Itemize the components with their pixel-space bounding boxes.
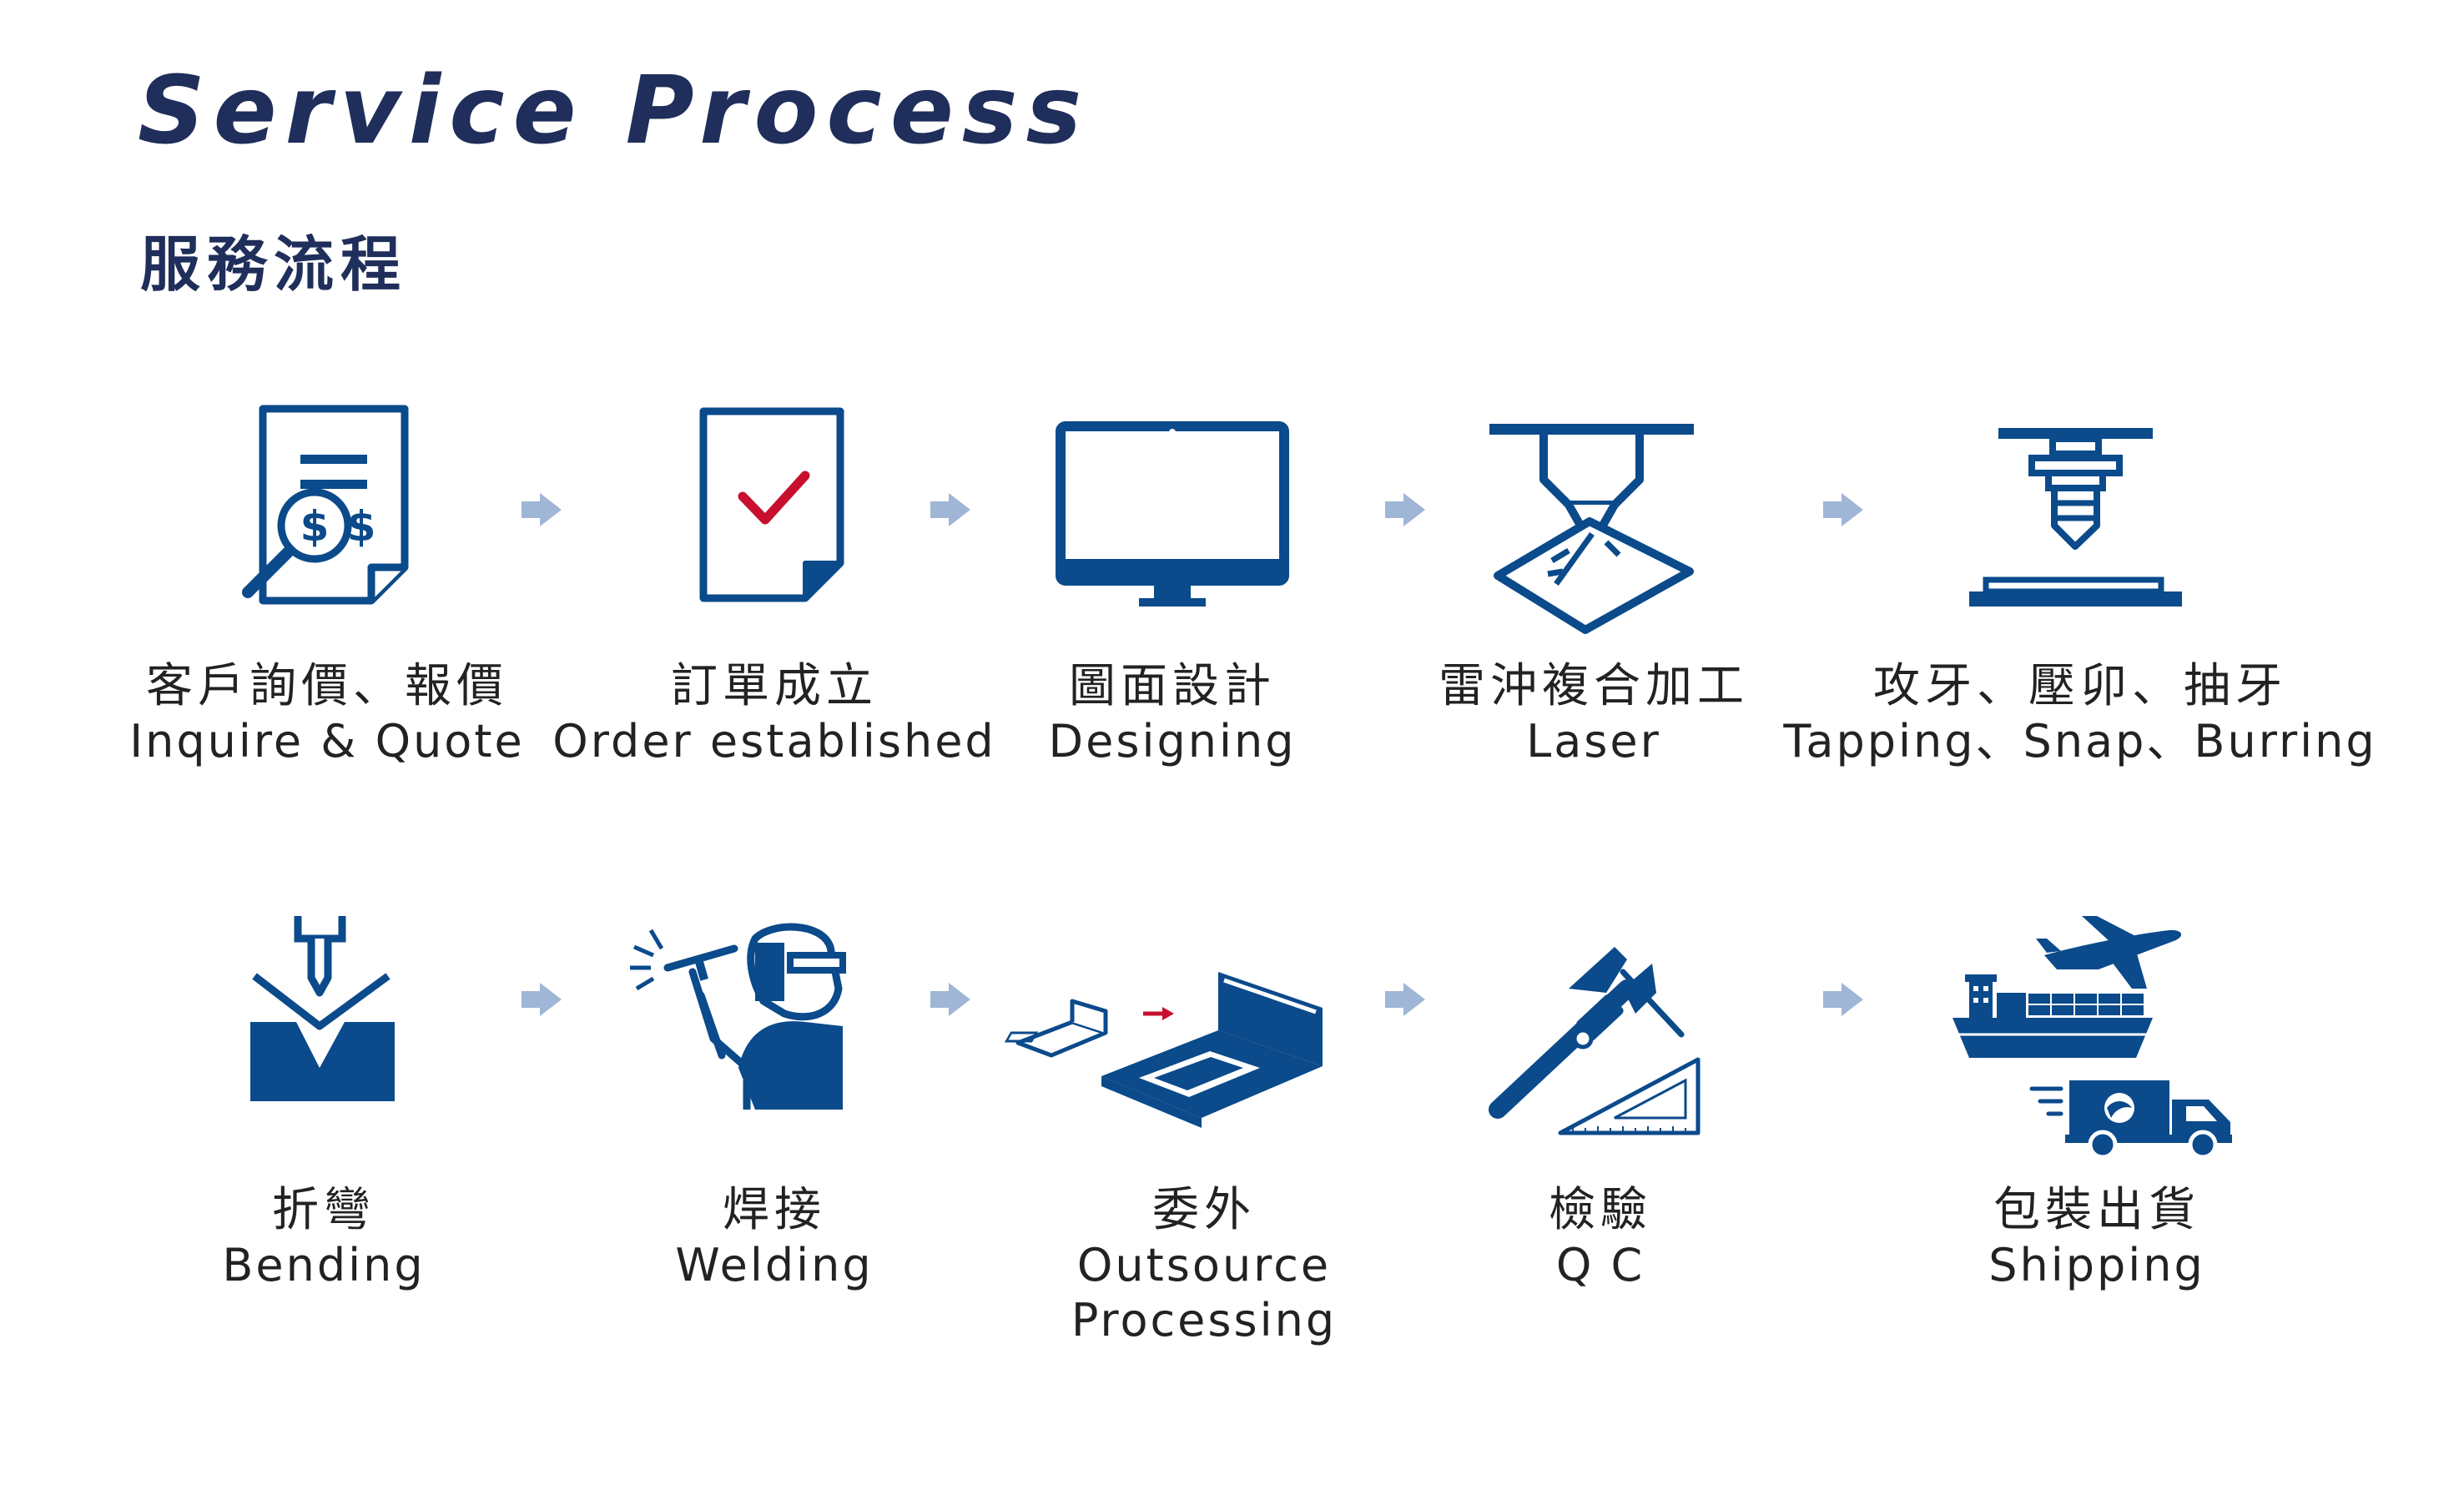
shipping-icon	[1948, 909, 2245, 1160]
step-label-designing: 圖面設計 Designing	[1049, 659, 1297, 769]
step-en: Laser	[1526, 715, 1661, 768]
step-en: Designing	[1048, 715, 1297, 768]
arrow-right-icon	[1823, 983, 1863, 1016]
page-subtitle: 服務流程	[140, 229, 408, 299]
step-en: Outsource	[1076, 1239, 1332, 1291]
quote-document-icon: $ $	[238, 405, 421, 609]
step-en-line2: Processing	[1071, 1294, 1338, 1346]
step-label-outsource: 委外 Outsource Processing	[1071, 1183, 1337, 1348]
laser-cutting-icon	[1489, 417, 1698, 634]
bending-icon	[246, 909, 401, 1105]
step-zh: 攻牙、壓卯、抽牙	[1872, 659, 2287, 713]
step-en: Q C	[1555, 1239, 1645, 1291]
order-check-icon	[697, 405, 847, 605]
arrow-right-icon	[522, 983, 562, 1016]
step-zh: 折彎	[272, 1183, 375, 1237]
step-zh: 訂單成立	[670, 659, 878, 713]
step-zh: 客戶詢價、報價	[146, 659, 508, 713]
outsource-parts-icon	[1004, 968, 1327, 1135]
svg-text:$: $	[300, 502, 330, 551]
step-zh: 焊接	[723, 1183, 826, 1237]
step-zh: 委外	[1151, 1183, 1256, 1237]
arrow-right-icon	[1823, 493, 1863, 526]
step-en: Tapping、Snap、Burring	[1783, 715, 2377, 768]
step-zh: 檢驗	[1549, 1183, 1652, 1237]
tapping-icon	[1961, 421, 2186, 609]
svg-text:$: $	[347, 502, 376, 551]
step-label-welding: 焊接 Welding	[675, 1183, 873, 1293]
arrow-right-icon	[522, 493, 562, 526]
page-title: Service Process	[138, 57, 1091, 165]
step-zh: 雷沖複合加工	[1439, 659, 1749, 713]
step-label-qc: 檢驗 Q C	[1549, 1183, 1652, 1293]
step-label-laser: 雷沖複合加工 Laser	[1439, 659, 1749, 769]
step-en: Order established	[552, 715, 996, 768]
step-label-inquire: 客戶詢價、報價 Inquire & Quote	[129, 659, 525, 769]
welder-icon	[630, 922, 859, 1114]
arrow-right-icon	[930, 983, 970, 1016]
step-en: Shipping	[1988, 1239, 2205, 1291]
step-label-order: 訂單成立 Order established	[552, 659, 995, 769]
arrow-right-icon	[1385, 983, 1425, 1016]
arrow-right-icon	[930, 493, 970, 526]
step-label-tapping: 攻牙、壓卯、抽牙 Tapping、Snap、Burring	[1783, 659, 2376, 769]
step-zh: 圖面設計	[1068, 659, 1276, 713]
step-en: Welding	[675, 1239, 874, 1291]
monitor-icon	[1056, 421, 1289, 609]
caliper-icon	[1489, 943, 1706, 1139]
step-en: Inquire & Quote	[129, 715, 525, 768]
arrow-right-icon	[1385, 493, 1425, 526]
step-label-bending: 折彎 Bending	[222, 1183, 425, 1293]
step-label-shipping: 包裝出貨 Shipping	[1988, 1183, 2205, 1293]
step-en: Bending	[222, 1239, 426, 1291]
step-zh: 包裝出貨	[1993, 1183, 2200, 1237]
